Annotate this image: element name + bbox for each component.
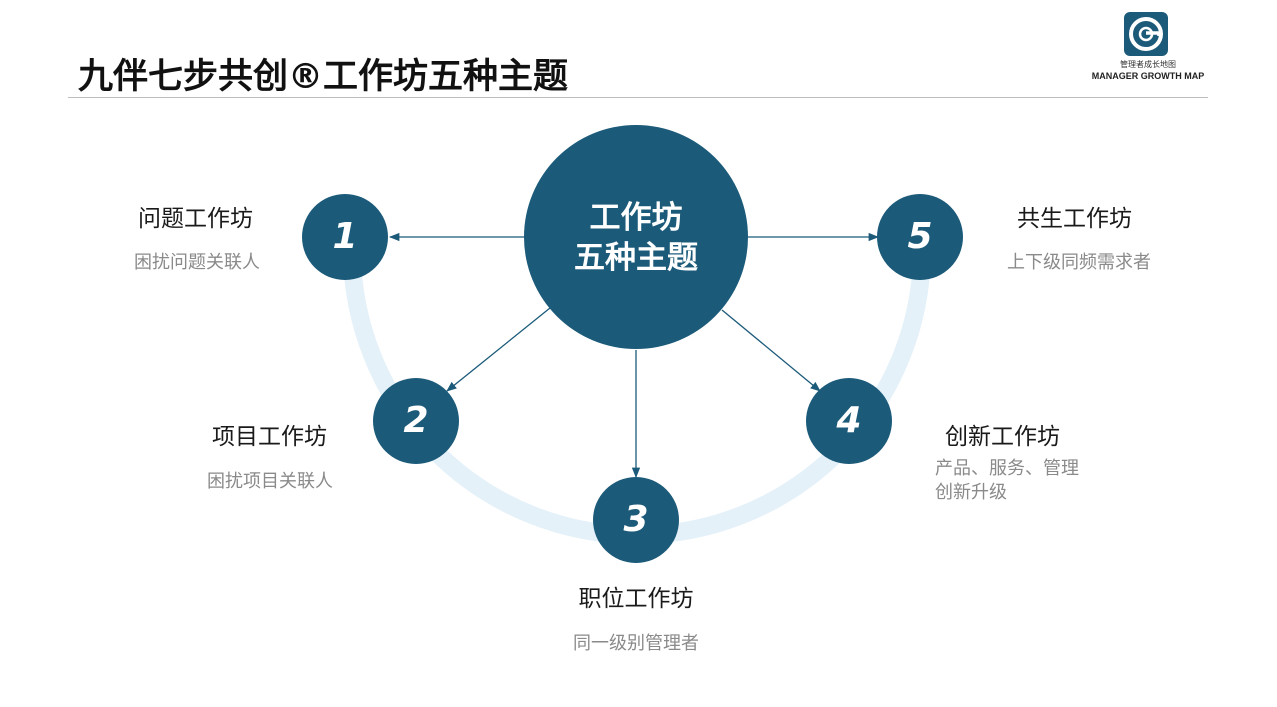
- node-3-desc: 同一级别管理者: [573, 633, 699, 654]
- node-4-label: 创新工作坊: [945, 424, 1060, 450]
- center-title: 工作坊 五种主题: [524, 198, 748, 278]
- title-divider: [68, 97, 1208, 98]
- brand-logo: 管理者成长地图 MANAGER GROWTH MAP: [1083, 12, 1213, 86]
- center-circle: [524, 125, 748, 349]
- page-title: 九伴七步共创®工作坊五种主题: [78, 57, 569, 97]
- node-3-number: 3: [623, 499, 649, 540]
- node-1-desc: 困扰问题关联人: [134, 252, 260, 273]
- logo-g-icon: [1124, 12, 1168, 56]
- node-3-label: 职位工作坊: [578, 586, 694, 612]
- arrow-to-node-2: [446, 307, 551, 392]
- node-5-circle: [877, 194, 963, 280]
- node-4-desc: 产品、服务、管理 创新升级: [935, 457, 1079, 505]
- node-2-label: 项目工作坊: [212, 424, 327, 450]
- node-5-label: 共生工作坊: [1017, 206, 1132, 232]
- logo-english-name: MANAGER GROWTH MAP: [1091, 71, 1205, 81]
- node-4-circle: [806, 378, 892, 464]
- node-4-desc-line2: 创新升级: [935, 482, 1007, 503]
- node-4-desc-line1: 产品、服务、管理: [935, 458, 1079, 479]
- center-title-line2: 五种主题: [574, 240, 698, 276]
- arrow-to-node-4: [721, 309, 821, 392]
- node-4-number: 4: [836, 400, 862, 441]
- node-2-circle: [373, 378, 459, 464]
- node-2-desc: 困扰项目关联人: [207, 471, 333, 492]
- node-2-number: 2: [403, 400, 429, 441]
- node-5-number: 5: [907, 216, 933, 257]
- node-1-label: 问题工作坊: [138, 206, 253, 232]
- node-1-number: 1: [332, 216, 358, 257]
- center-title-line1: 工作坊: [589, 200, 683, 236]
- logo-chinese-name: 管理者成长地图: [1120, 60, 1176, 69]
- node-3-circle: [593, 477, 679, 563]
- node-5-desc: 上下级同频需求者: [1007, 252, 1151, 273]
- node-1-circle: [302, 194, 388, 280]
